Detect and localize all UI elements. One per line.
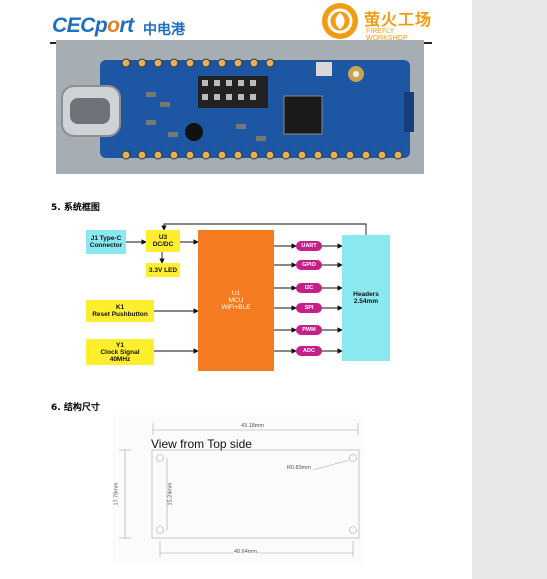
firefly-logo-cn: 萤火工场: [364, 10, 433, 29]
firefly-logo-icon: [322, 3, 358, 39]
mech-view-title: View from Top side: [151, 437, 252, 451]
signal-adc: ADC: [296, 346, 322, 356]
page-header: CECport 中电港 萤火工场 FIREFLY WORKSHOP: [50, 0, 432, 44]
mech-height-pitch: 15.24mm: [167, 482, 174, 506]
document-page: CECport 中电港 萤火工场 FIREFLY WORKSHOP: [0, 0, 472, 579]
mech-width-total: 43.18mm: [241, 423, 264, 429]
firefly-logo-en: FIREFLY WORKSHOP: [366, 28, 408, 42]
cecport-logo: CECport: [52, 14, 134, 37]
mech-width-pitch: 40.64mm: [234, 549, 257, 555]
mechanical-drawing: 43.18mm View from Top side R0.83mm 17.78…: [113, 415, 363, 563]
section-heading-structure: 6. 结构尺寸: [51, 403, 100, 413]
mech-radius: R0.83mm: [287, 465, 311, 471]
viewer-background: [472, 0, 547, 579]
signal-i2c: I2C: [296, 283, 322, 293]
signal-gpio: GPIO: [296, 260, 322, 270]
signal-pwm: PWM: [296, 325, 322, 335]
cecport-logo-cn: 中电港: [143, 22, 185, 38]
section-heading-system-diagram: 5. 系统框图: [51, 203, 100, 213]
led-box: 3.3V LED: [146, 263, 180, 277]
board-photo: [56, 40, 424, 174]
signal-uart: UART: [296, 241, 322, 251]
signal-spi: SPI: [296, 303, 322, 313]
mech-height-total: 17.78mm: [113, 482, 120, 506]
